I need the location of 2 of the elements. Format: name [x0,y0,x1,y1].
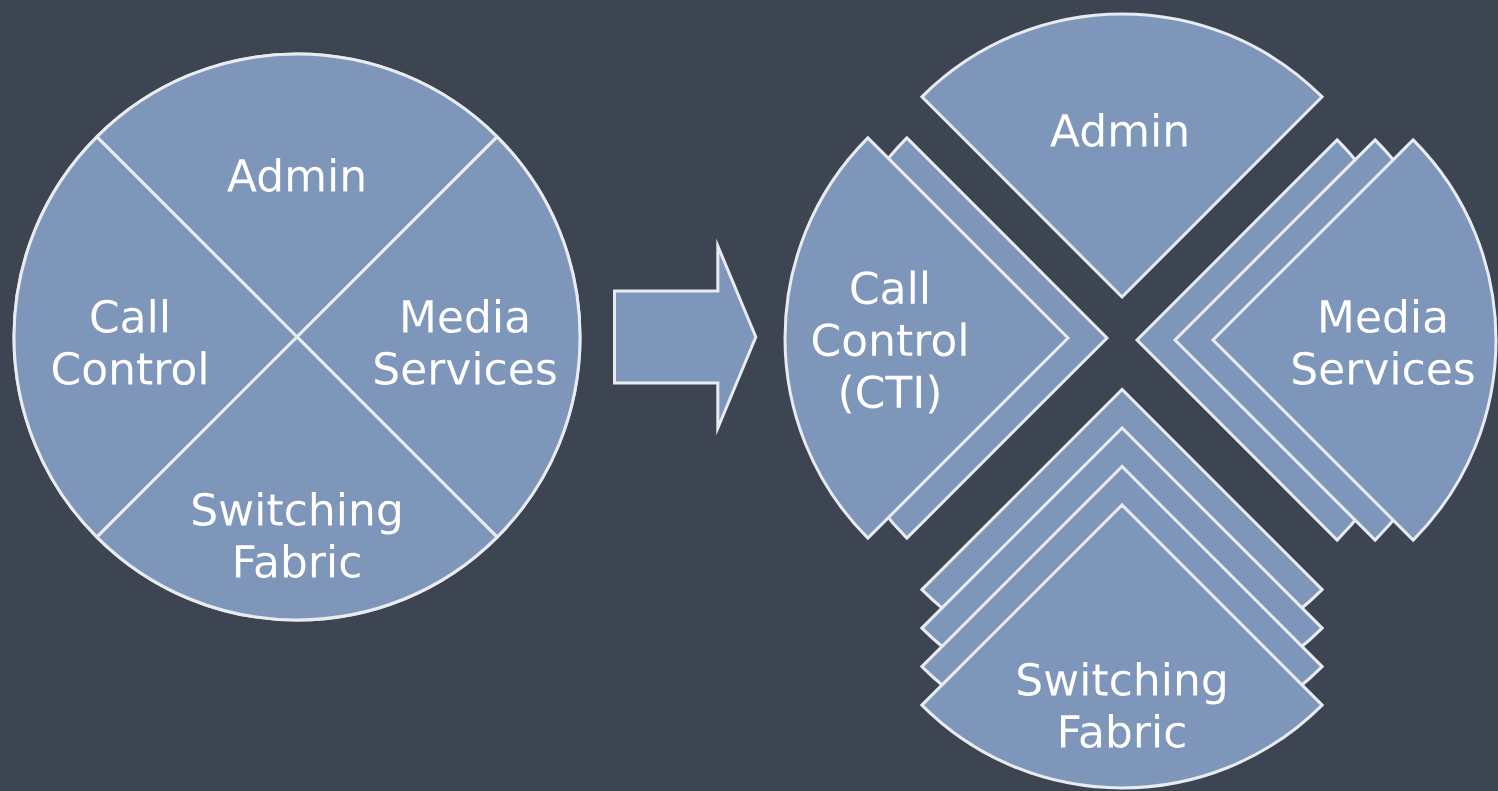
node-label: Fabric [1060,713,1185,749]
block-arrow [613,238,758,436]
